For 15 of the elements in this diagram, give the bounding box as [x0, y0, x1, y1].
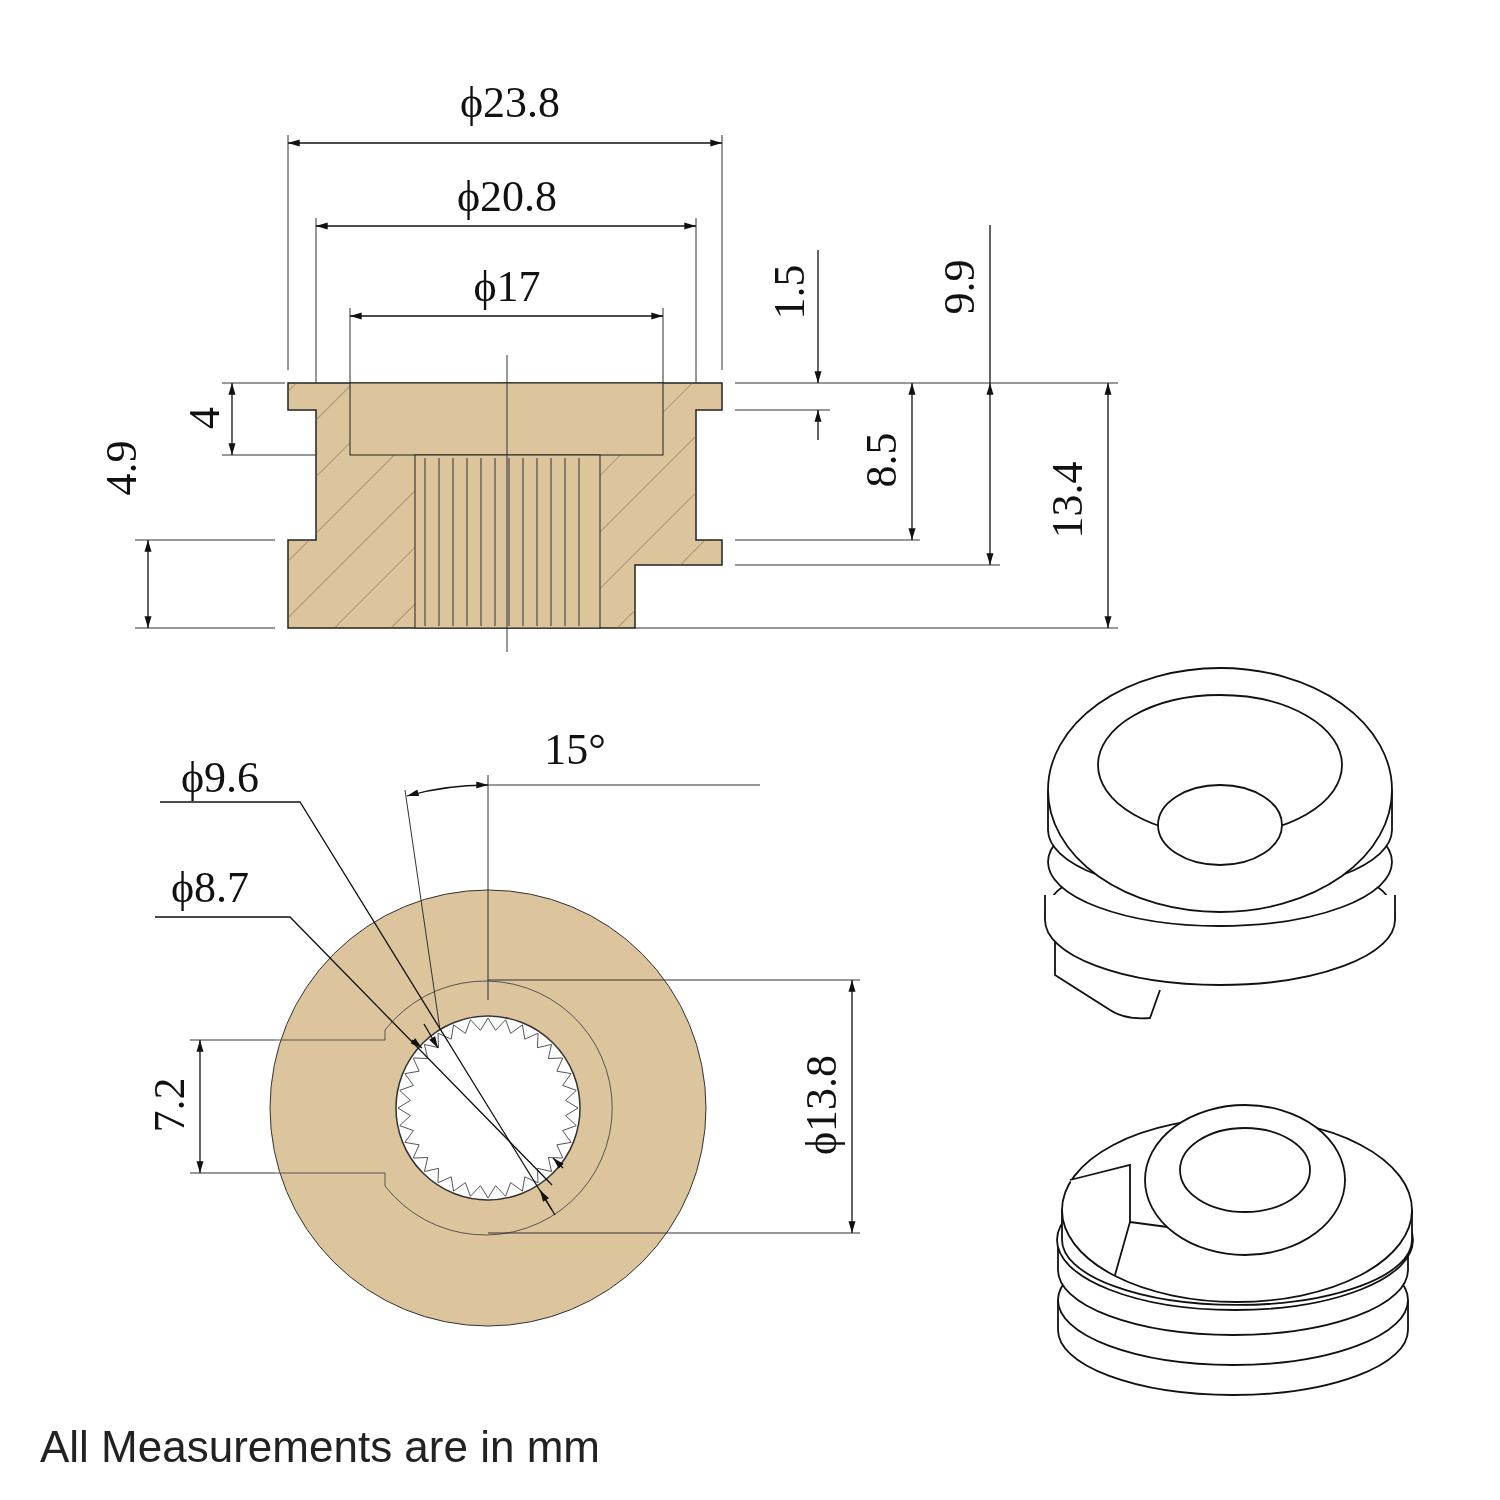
- dimension-value: 4.9: [100, 440, 144, 496]
- dimension-value: 4: [183, 407, 227, 429]
- dimension-value: ϕ23.8: [459, 81, 561, 125]
- dimension-value: 15°: [544, 728, 606, 772]
- dimension-value: ϕ17: [473, 265, 541, 309]
- dimension-value: ϕ9.6: [180, 756, 260, 800]
- dimension-value: 8.5: [860, 432, 904, 488]
- caption: All Measurements are in mm: [40, 1425, 600, 1469]
- dimension-value: ϕ8.7: [170, 866, 250, 910]
- dimension-value: 1.5: [768, 264, 812, 320]
- dimension-value: 13.4: [1046, 461, 1090, 539]
- dimension-value: ϕ13.8: [800, 1054, 844, 1156]
- dimension-value: 7.2: [148, 1077, 192, 1133]
- dimension-value: ϕ20.8: [456, 175, 558, 219]
- dimension-value: 9.9: [938, 259, 982, 315]
